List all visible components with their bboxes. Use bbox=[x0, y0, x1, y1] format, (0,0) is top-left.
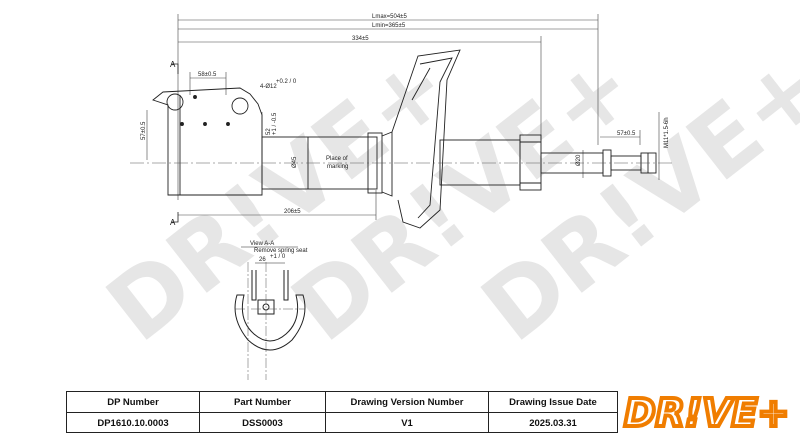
place-marking-line2: marking bbox=[327, 164, 348, 170]
dim-206: 206±5 bbox=[284, 209, 301, 215]
dim-lmax: Lmax=504±5 bbox=[372, 14, 407, 20]
dim-52: 52 bbox=[266, 128, 272, 135]
view-aa-subtitle: Remove spring seat bbox=[254, 248, 308, 254]
dim-4holes-tol: +0.2 / 0 bbox=[276, 79, 297, 85]
dim-26-tol: +1 / 0 bbox=[270, 254, 286, 260]
dim-52-tol: +1 / -0.5 bbox=[272, 112, 278, 135]
dim-334: 334±5 bbox=[352, 36, 369, 42]
value-drawing-version: V1 bbox=[326, 413, 489, 433]
place-marking-line1: Place of bbox=[326, 156, 348, 162]
dim-45: Ø45 bbox=[292, 156, 298, 168]
view-aa-title: View A-A bbox=[250, 241, 274, 247]
header-part-number: Part Number bbox=[200, 392, 326, 413]
title-block: DP Number Part Number Drawing Version Nu… bbox=[66, 391, 618, 433]
dim-57: 57±0.5 bbox=[141, 121, 147, 140]
section-a-bottom-label: A bbox=[170, 218, 176, 227]
dim-26: 26 bbox=[259, 257, 266, 263]
value-dp-number: DP1610.10.0003 bbox=[67, 413, 200, 433]
brand-logo: DR!VE+ bbox=[622, 393, 791, 433]
strut-body bbox=[152, 49, 657, 229]
dim-lmin: Lmin=365±5 bbox=[372, 23, 406, 29]
dim-57b: 57±0.5 bbox=[617, 131, 636, 137]
header-dp-number: DP Number bbox=[67, 392, 200, 413]
dim-20: Ø20 bbox=[576, 154, 582, 166]
dimension-lines bbox=[146, 14, 660, 220]
logo-text: DR!VE+ bbox=[624, 393, 789, 433]
dim-4holes: 4-Ø12 bbox=[260, 84, 277, 90]
section-a-top-label: A bbox=[170, 60, 176, 69]
header-issue-date: Drawing Issue Date bbox=[489, 392, 617, 413]
dim-thread: M11*1.5-6h bbox=[664, 117, 670, 148]
watermarks: DR!VE+ DR!VE+ DR!VE+ bbox=[88, 32, 800, 363]
view-aa: View A-A Remove spring seat 26 +1 / 0 bbox=[234, 241, 308, 380]
section-marks bbox=[172, 63, 179, 223]
dim-58: 58±0.5 bbox=[198, 72, 217, 78]
value-part-number: DSS0003 bbox=[200, 413, 326, 433]
value-issue-date: 2025.03.31 bbox=[529, 417, 577, 429]
header-drawing-version: Drawing Version Number bbox=[326, 392, 489, 413]
